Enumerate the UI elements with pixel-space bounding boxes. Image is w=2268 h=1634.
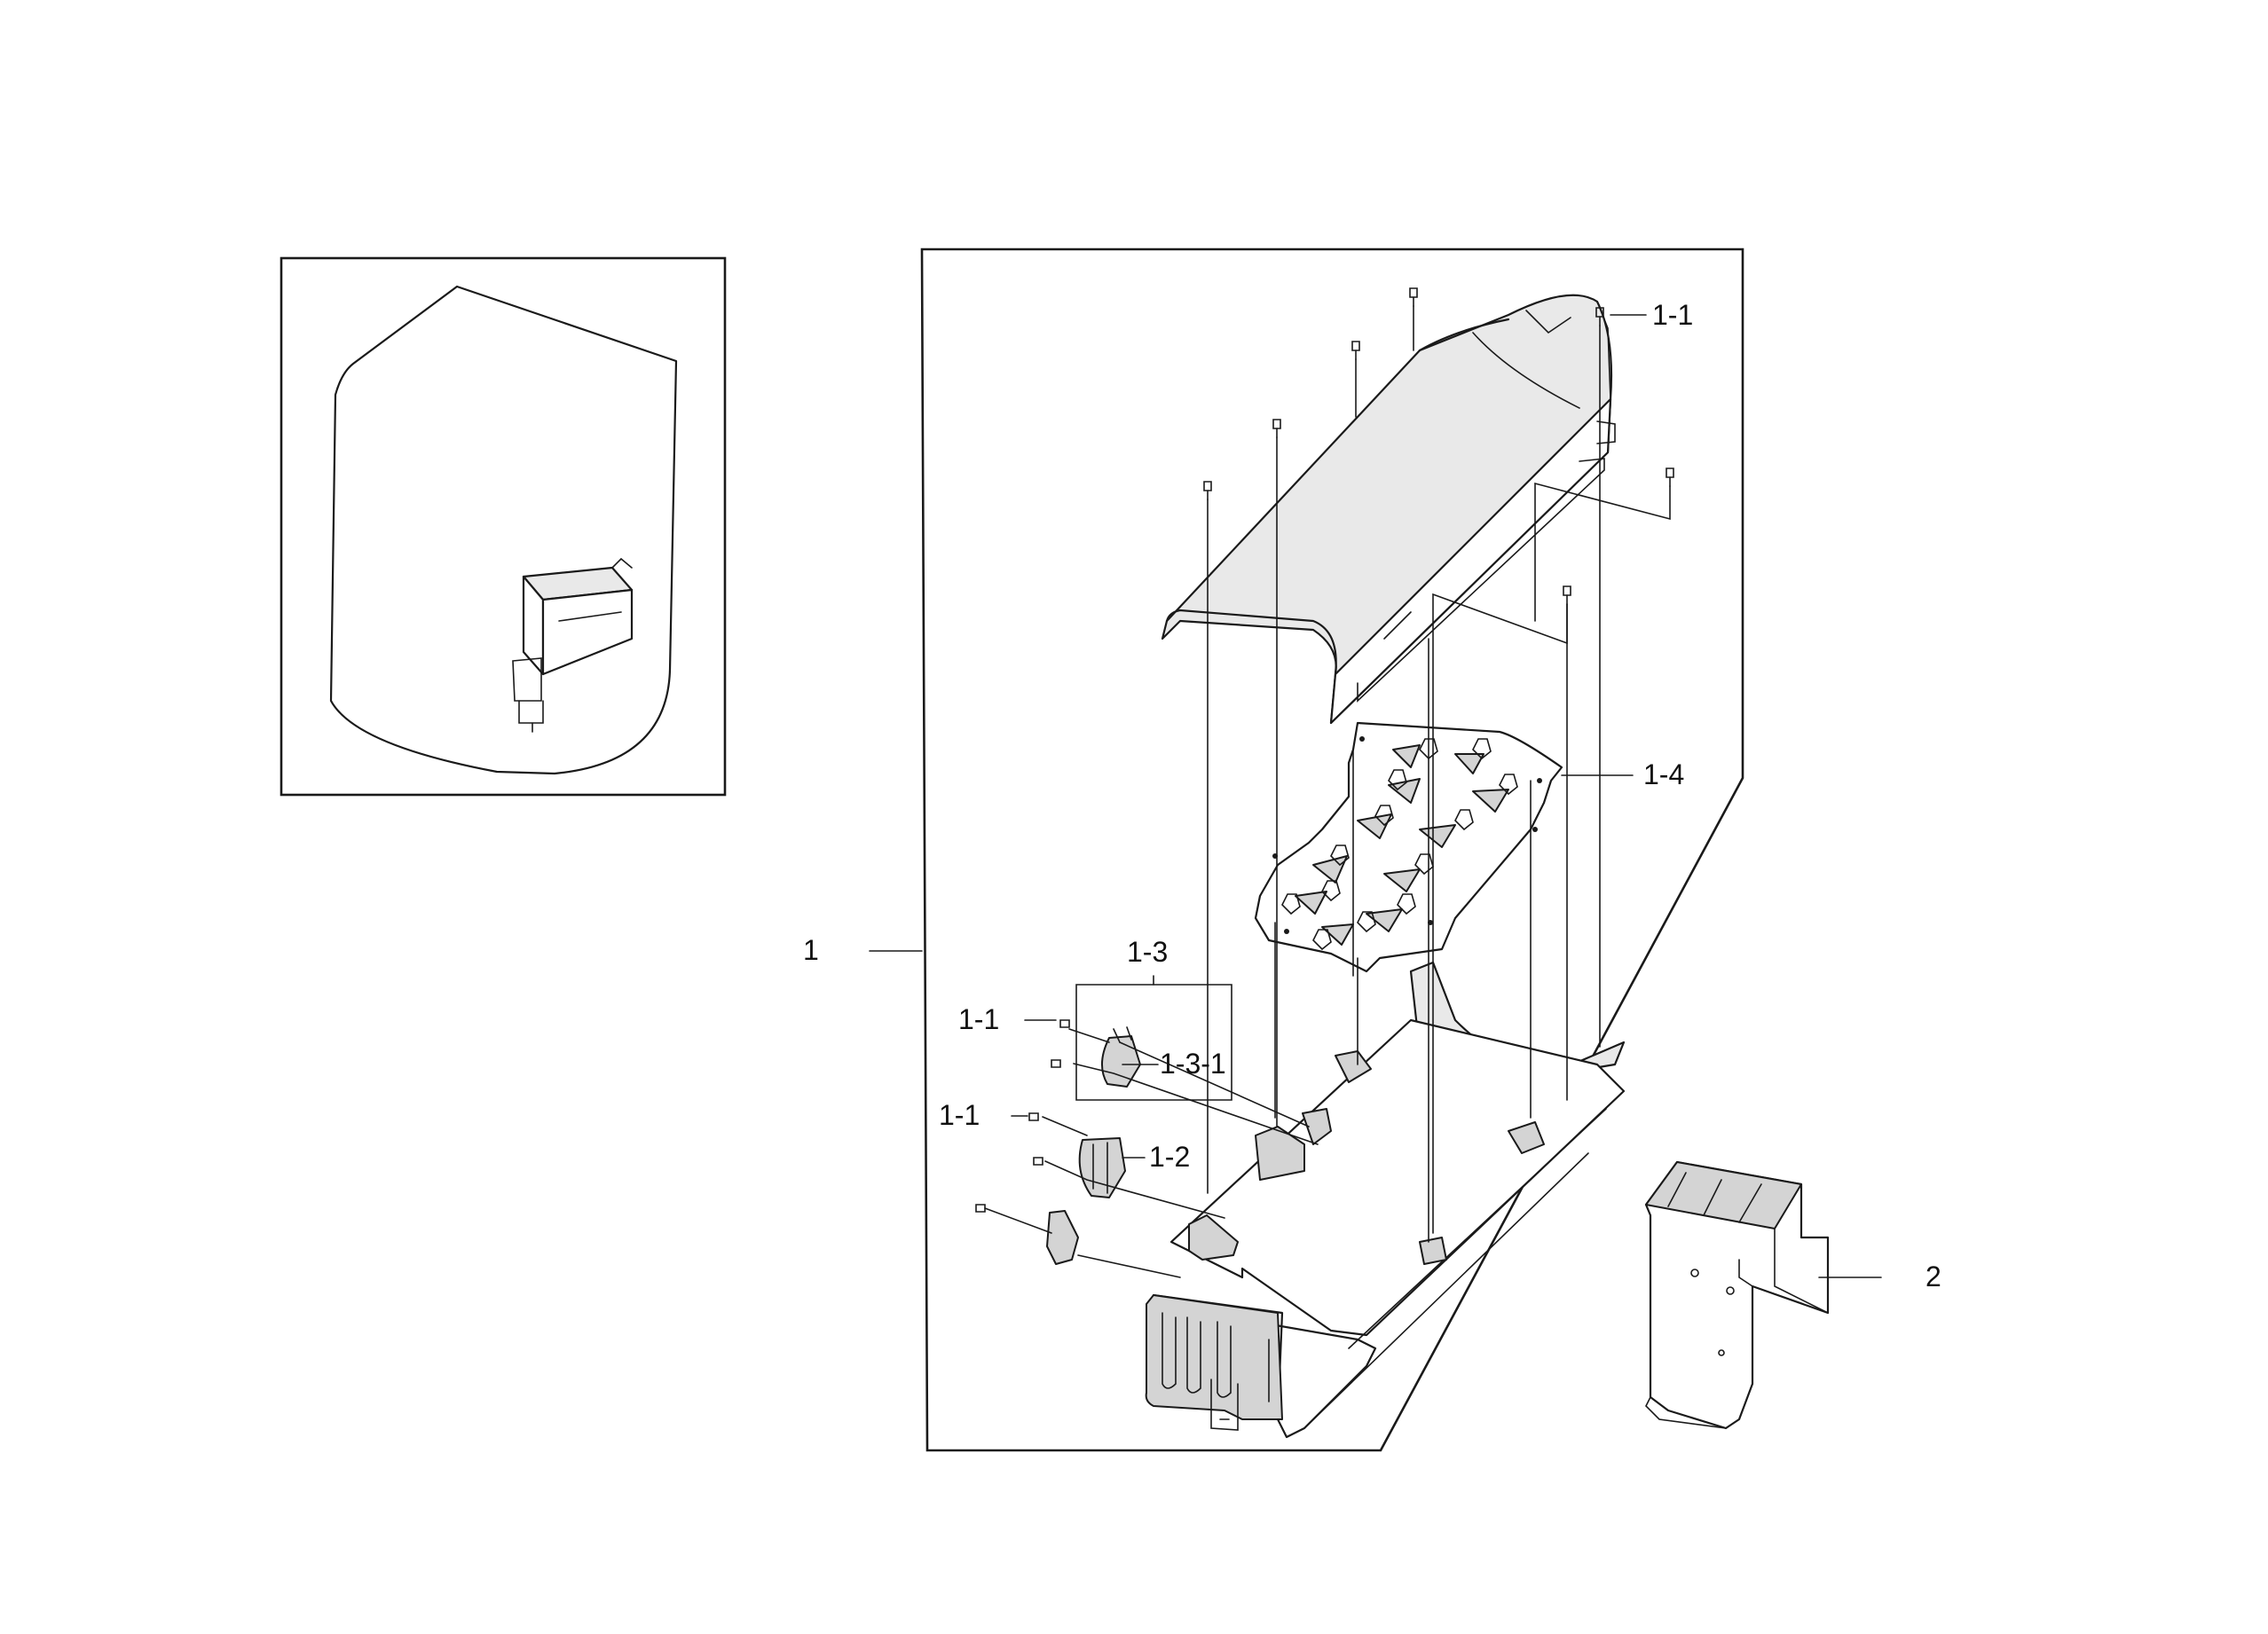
hi-limit-fuse: [1101, 1026, 1141, 1088]
overview-heater-assembly: [512, 557, 634, 733]
callout-1: 1: [803, 934, 819, 966]
heater-housing: [1145, 961, 1626, 1439]
callout-1-1-left-upper: 1-1: [958, 1003, 999, 1035]
thermostat-1-2: [1078, 1137, 1126, 1198]
callout-2: 2: [1925, 1261, 1941, 1292]
screw-icon: [975, 287, 1674, 1213]
callout-1-4: 1-4: [1643, 758, 1684, 790]
callout-labels: 1-1 1-4 1 1-3 1-1 1-3-1 1-1 1-2 2: [803, 299, 1941, 1292]
housing-bracket-tabs: [1188, 1050, 1545, 1265]
callout-1-1-left-lower: 1-1: [939, 1099, 980, 1131]
callout-leaders: [869, 314, 1882, 1278]
dryer-cabinet-outline: [329, 285, 678, 775]
overview-inset: [280, 256, 727, 797]
callout-1-3: 1-3: [1127, 936, 1168, 968]
fuse-group-bracket: [1075, 984, 1232, 1101]
callout-1-3-1: 1-3-1: [1160, 1048, 1226, 1080]
callout-1-1-top: 1-1: [1652, 299, 1693, 331]
heater-element-plate: [1254, 721, 1563, 973]
mounting-bracket: [1644, 1160, 1830, 1430]
callout-1-2: 1-2: [1149, 1141, 1190, 1173]
heater-cover: [1161, 294, 1616, 725]
assembly-guide-lines: [984, 305, 1671, 1278]
overview-inset-frame: [280, 256, 727, 797]
terminal-posts: [1281, 738, 1518, 951]
connector-clip: [1046, 1210, 1079, 1265]
